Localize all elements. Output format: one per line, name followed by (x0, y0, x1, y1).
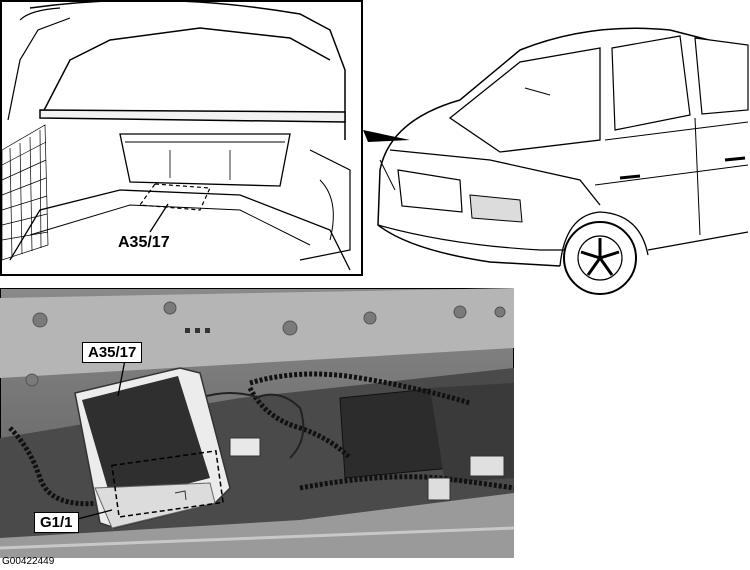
trunk-interior-illustration: A35/17 (0, 0, 363, 276)
figure-code: G00422449 (2, 556, 55, 567)
mounted-module-photo: A35/17 G1/1 (0, 288, 514, 558)
module-callout-box: A35/17 (82, 342, 143, 363)
trunk-module-callout: A35/17 (118, 234, 170, 251)
battery-callout-box: G1/1 (34, 512, 79, 533)
car-rear-view-illustration (350, 0, 750, 300)
